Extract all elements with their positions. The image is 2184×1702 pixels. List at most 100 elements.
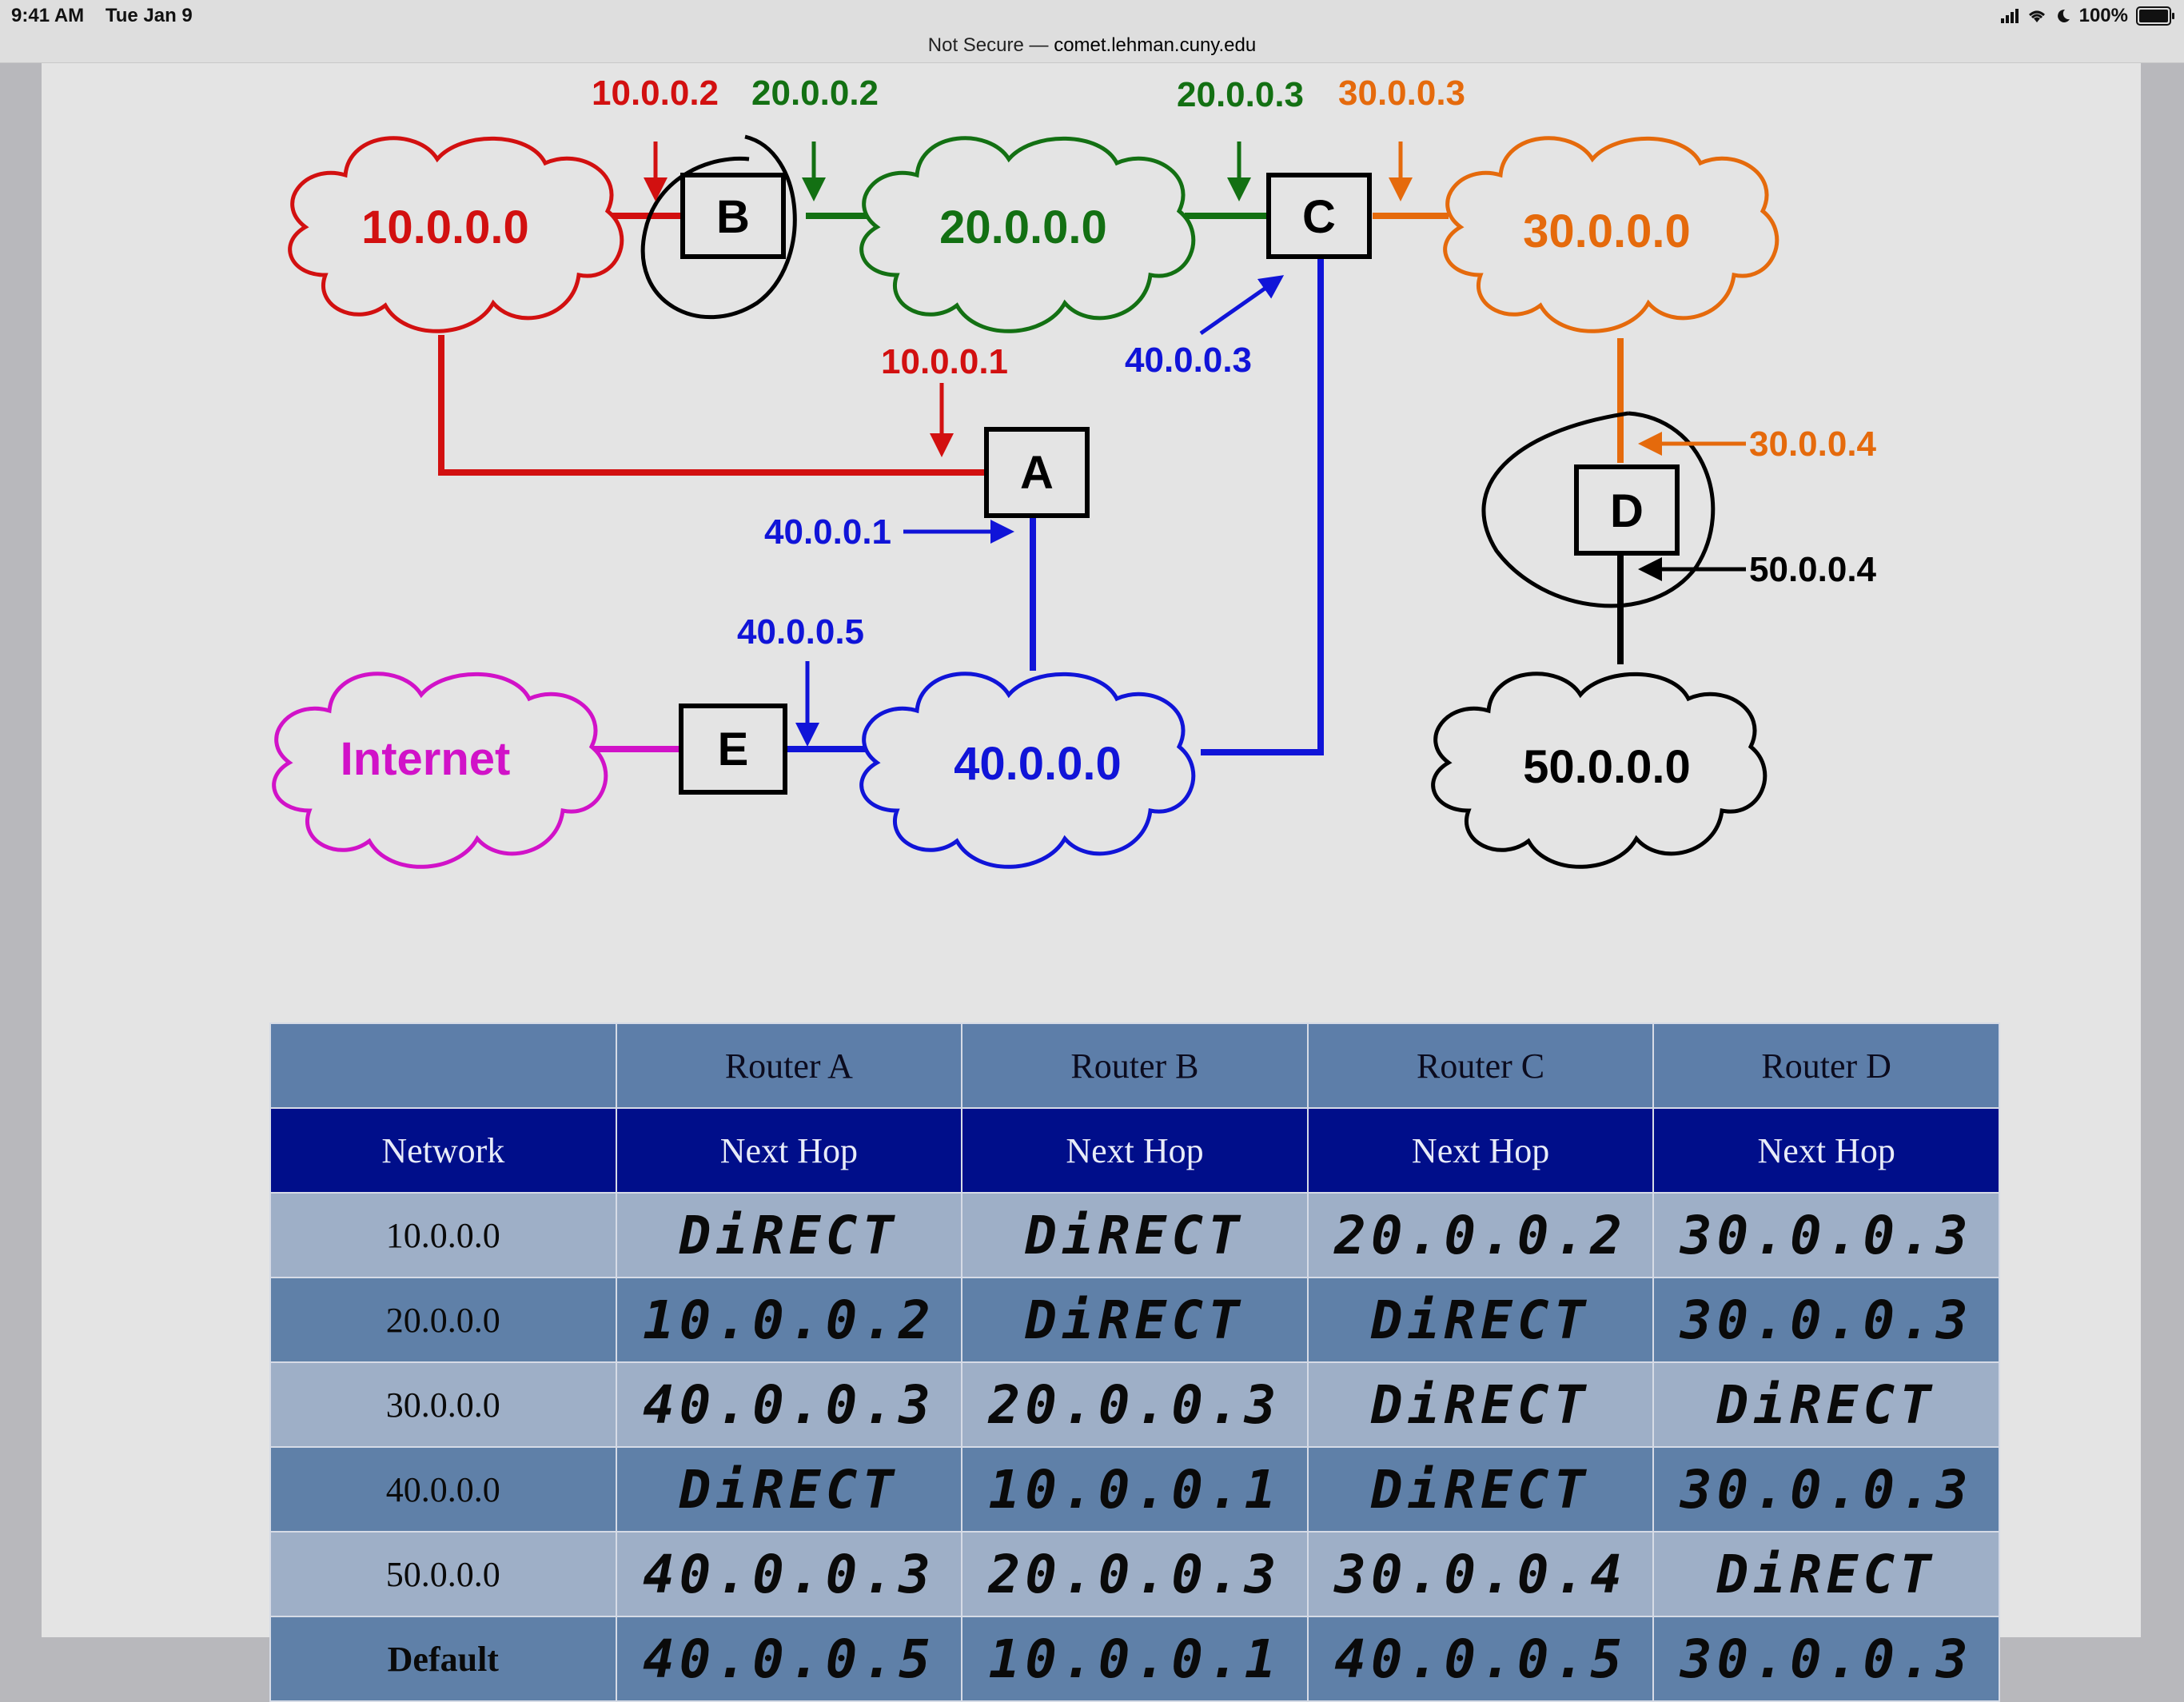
network-column-header: Network	[269, 1107, 617, 1194]
router-c-label: C	[1302, 191, 1336, 243]
router-a-box	[984, 427, 1090, 518]
next-hop-column-header: Next Hop	[1306, 1107, 1655, 1194]
router-e-label: E	[718, 723, 749, 775]
next-hop-cell: 10.0.0.1	[961, 1446, 1309, 1533]
next-hop-column-header: Next Hop	[961, 1107, 1309, 1194]
address-bar[interactable]: Not Secure — comet.lehman.cuny.edu	[0, 34, 2184, 63]
next-hop-cell: DiRECT	[1306, 1446, 1655, 1533]
next-hop-cell: DiRECT	[1306, 1277, 1655, 1363]
address-30-0-0-3: 30.0.0.3	[1338, 74, 1465, 113]
network-cell: 40.0.0.0	[269, 1446, 617, 1533]
next-hop-cell: 20.0.0.3	[961, 1361, 1309, 1448]
label-net40: 40.0.0.0	[954, 738, 1122, 790]
router-header: Router B	[961, 1022, 1309, 1109]
next-hop-cell: 40.0.0.5	[615, 1616, 963, 1702]
next-hop-cell: 10.0.0.1	[961, 1616, 1309, 1702]
url-host: comet.lehman.cuny.edu	[1054, 34, 1257, 56]
label-net20: 20.0.0.0	[939, 201, 1107, 253]
next-hop-column-header: Next Hop	[615, 1107, 963, 1194]
table-row: 30.0.0.0 40.0.0.3 20.0.0.3 DiRECT DiRECT	[269, 1361, 2000, 1448]
next-hop-cell: 10.0.0.2	[615, 1277, 963, 1363]
label-net30: 30.0.0.0	[1523, 205, 1691, 257]
network-cell: 30.0.0.0	[269, 1361, 617, 1448]
network-cell: 50.0.0.0	[269, 1531, 617, 1617]
address-20-0-0-2: 20.0.0.2	[751, 74, 879, 113]
address-40-0-0-5: 40.0.0.5	[737, 612, 864, 652]
label-net50: 50.0.0.0	[1523, 741, 1691, 793]
cloud-internet	[272, 672, 608, 869]
router-b-label: B	[716, 191, 750, 243]
next-hop-cell: DiRECT	[615, 1192, 963, 1278]
link-net10-router-a	[438, 335, 986, 476]
do-not-disturb-moon-icon	[2057, 9, 2070, 22]
cloud-net40	[859, 672, 1196, 869]
next-hop-cell: 30.0.0.3	[1652, 1616, 2000, 1702]
network-cell: 10.0.0.0	[269, 1192, 617, 1278]
battery-percentage: 100%	[2078, 5, 2128, 26]
address-50-0-0-4: 50.0.0.4	[1749, 550, 1877, 589]
next-hop-cell: 30.0.0.3	[1652, 1277, 2000, 1363]
address-20-0-0-3: 20.0.0.3	[1177, 75, 1304, 114]
clock-date: Tue Jan 9	[105, 5, 193, 26]
label-internet: Internet	[341, 733, 511, 785]
next-hop-cell: 40.0.0.3	[615, 1361, 963, 1448]
router-e-box	[679, 704, 787, 795]
label-net10: 10.0.0.0	[361, 201, 529, 253]
next-hop-cell: DiRECT	[961, 1192, 1309, 1278]
table-row: 40.0.0.0 DiRECT 10.0.0.1 DiRECT 30.0.0.3	[269, 1446, 2000, 1533]
router-d-label: D	[1610, 485, 1644, 537]
battery-icon	[2136, 6, 2174, 26]
next-hop-cell: 40.0.0.5	[1306, 1616, 1655, 1702]
router-a-label: A	[1020, 447, 1054, 499]
wifi-icon	[2028, 10, 2045, 22]
next-hop-cell: DiRECT	[615, 1446, 963, 1533]
table-row: 50.0.0.0 40.0.0.3 20.0.0.3 30.0.0.4 DiRE…	[269, 1531, 2000, 1617]
next-hop-cell: DiRECT	[1652, 1361, 2000, 1448]
handdrawn-circle-router-b	[640, 134, 797, 319]
next-hop-cell: DiRECT	[1306, 1361, 1655, 1448]
table-row: 10.0.0.0 DiRECT DiRECT 20.0.0.2 30.0.0.3	[269, 1192, 2000, 1278]
cloud-net50	[1431, 672, 1768, 869]
network-cell: Default	[269, 1616, 617, 1702]
next-hop-cell: 20.0.0.2	[1306, 1192, 1655, 1278]
address-40-0-0-1: 40.0.0.1	[764, 512, 891, 552]
table-column-header-row: Network Next Hop Next Hop Next Hop Next …	[269, 1107, 2000, 1194]
next-hop-cell: DiRECT	[1652, 1531, 2000, 1617]
router-b-box	[680, 173, 786, 259]
table-row: Default 40.0.0.5 10.0.0.1 40.0.0.5 30.0.…	[269, 1616, 2000, 1702]
address-10-0-0-1: 10.0.0.1	[881, 342, 1008, 381]
next-hop-cell: 20.0.0.3	[961, 1531, 1309, 1617]
table-row: 20.0.0.0 10.0.0.2 DiRECT DiRECT 30.0.0.3	[269, 1277, 2000, 1363]
table-corner-cell	[269, 1022, 617, 1109]
cloud-net20	[859, 136, 1196, 333]
network-diagram: 10.0.0.0 20.0.0.0 30.0.0.0 40.0.0.0 50.0…	[272, 74, 1877, 869]
status-bar: 9:41 AM Tue Jan 9 100%	[0, 0, 2184, 34]
link-router-c-net40	[1201, 241, 1324, 755]
next-hop-cell: 40.0.0.3	[615, 1531, 963, 1617]
router-header: Router C	[1306, 1022, 1655, 1109]
address-30-0-0-4: 30.0.0.4	[1749, 425, 1877, 464]
router-header: Router D	[1652, 1022, 2000, 1109]
clock-time: 9:41 AM	[11, 5, 85, 26]
address-10-0-0-2: 10.0.0.2	[592, 74, 719, 113]
router-d-box	[1574, 464, 1680, 556]
address-40-0-0-3: 40.0.0.3	[1125, 341, 1252, 380]
router-c-box	[1266, 173, 1372, 259]
handdrawn-circle-router-d	[1481, 411, 1716, 608]
router-header: Router A	[615, 1022, 963, 1109]
next-hop-cell: 30.0.0.4	[1306, 1531, 1655, 1617]
cloud-net30	[1443, 136, 1779, 333]
cellular-signal-icon	[2000, 9, 2019, 23]
arrow-address-40-0-0-3	[1199, 275, 1285, 336]
security-label: Not Secure	[927, 34, 1024, 56]
next-hop-column-header: Next Hop	[1652, 1107, 2000, 1194]
cloud-net10	[288, 136, 624, 333]
next-hop-cell: DiRECT	[961, 1277, 1309, 1363]
page-content: 10.0.0.0 20.0.0.0 30.0.0.0 40.0.0.0 50.0…	[42, 63, 2141, 1702]
network-cell: 20.0.0.0	[269, 1277, 617, 1363]
next-hop-cell: 30.0.0.3	[1652, 1446, 2000, 1533]
url-separator: —	[1029, 34, 1049, 56]
table-router-row: Router A Router B Router C Router D	[269, 1022, 2000, 1109]
next-hop-cell: 30.0.0.3	[1652, 1192, 2000, 1278]
routing-table: Router A Router B Router C Router D Netw…	[269, 1022, 2000, 1702]
